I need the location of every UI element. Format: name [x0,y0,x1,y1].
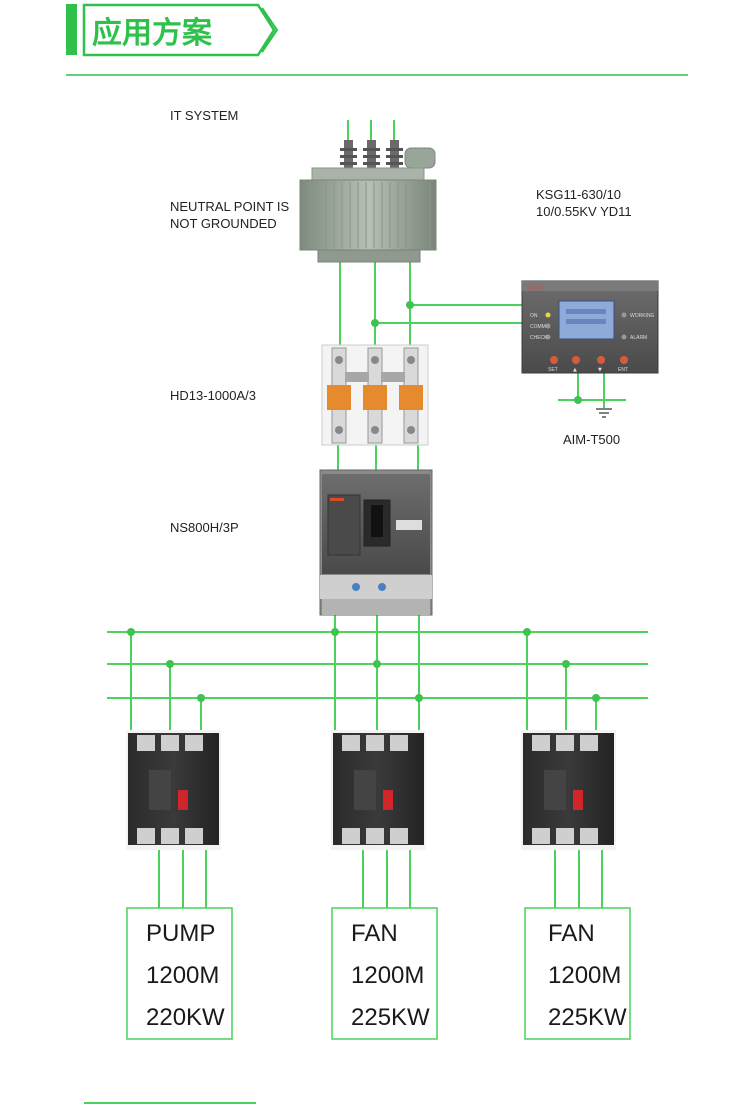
monitor-button-up: ▲ [573,367,577,373]
page-title: 应用方案 [92,16,213,51]
branch-breaker-icon-3 [521,730,616,850]
neutral-label-line2: NOT GROUNDED [170,216,277,231]
monitor-button-set: SET [548,367,558,373]
monitor-button-down: ▼ [598,367,602,373]
load-name: FAN [548,920,595,947]
header-title-frame [82,3,276,57]
load-power: 220KW [146,1004,225,1031]
monitor-led-label-comm: COMM [530,324,546,330]
load-box-2: FAN 1200M 225KW [331,907,438,1040]
main-breaker-icon [319,469,433,616]
transformer-label-line2: 10/0.55KV YD11 [536,204,632,219]
system-label: IT SYSTEM [170,108,238,123]
header-chevron-icon [261,7,279,53]
load-name: FAN [351,920,398,947]
disconnector-icon [321,344,429,446]
monitor-label: AIM-T500 [563,432,620,447]
load-box-3: FAN 1200M 225KW [524,907,631,1040]
branch-breaker-icon-2 [331,730,426,850]
monitor-led-label-check: CHECK [530,335,548,341]
ground-icon [596,408,612,418]
section-header: 应用方案 [66,3,688,76]
load-power: 225KW [548,1004,627,1031]
monitor-led-label-working: WORKING [630,313,655,319]
load-name: PUMP [146,920,215,947]
monitor-led-label-alarm: ALARM [630,335,647,341]
load-length: 1200M [146,962,219,989]
header-accent-bar [66,4,77,55]
branch-breaker-icon-1 [126,730,221,850]
transformer-label-line1: KSG11-630/10 [536,187,621,202]
monitor-led-label-on: ON [530,313,538,319]
load-box-1: PUMP 1200M 220KW [126,907,233,1040]
transformer-icon [299,140,437,263]
monitor-brand-text: Acrel [528,284,544,291]
load-length: 1200M [548,962,621,989]
neutral-label-line1: NEUTRAL POINT IS [170,199,290,214]
breaker-label: NS800H/3P [170,520,239,535]
insulation-monitor-icon: Acrel ON COMM CHECK WORKING ALARM SET ▲ … [521,280,659,374]
disconnector-label: HD13-1000A/3 [170,388,256,403]
monitor-button-ent: ENT [618,367,628,373]
load-length: 1200M [351,962,424,989]
junction-dots [127,301,600,702]
load-power: 225KW [351,1004,430,1031]
